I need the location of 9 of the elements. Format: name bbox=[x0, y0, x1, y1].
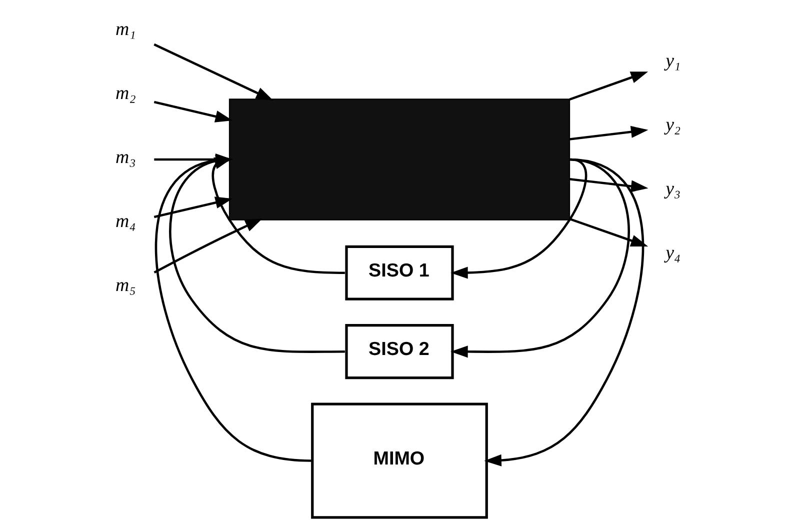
node-text: m₅ bbox=[115, 275, 136, 296]
node-text: m₄ bbox=[115, 211, 136, 232]
node-text: m₃ bbox=[115, 147, 136, 168]
node-text: y₂ bbox=[665, 114, 680, 136]
node-text: m₁ bbox=[115, 19, 136, 40]
node-text: y₃ bbox=[665, 178, 680, 200]
node-text: m₂ bbox=[115, 83, 136, 104]
node-text: y₄ bbox=[665, 242, 680, 264]
node-text: y₁ bbox=[665, 50, 680, 72]
